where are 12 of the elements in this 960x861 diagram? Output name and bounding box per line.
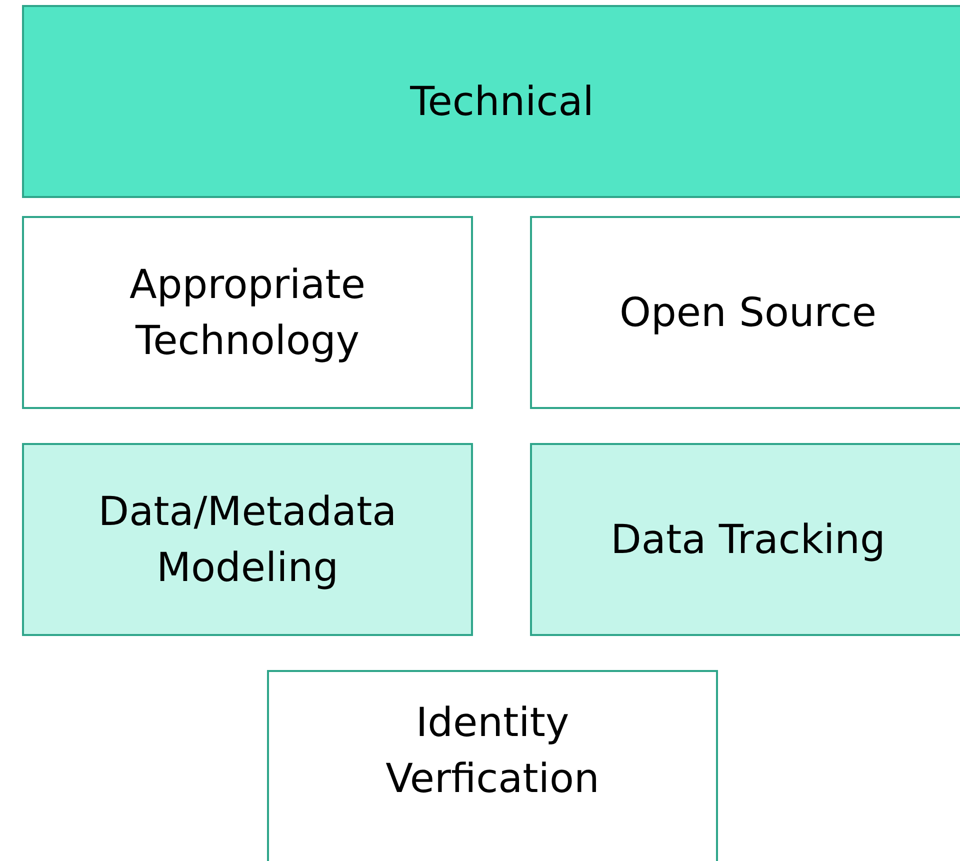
box-label: Open Source <box>620 288 876 338</box>
text-box <box>530 443 960 636</box>
box-label: Data/Metadata Modeling <box>97 488 398 592</box>
text-box <box>22 5 960 198</box>
box-label: Appropriate Technology <box>128 260 366 366</box>
text-box <box>22 443 473 636</box>
box-label: Data Tracking <box>610 516 886 564</box>
box-label: Technical <box>410 78 594 126</box>
box-label: Identity Verfication <box>384 699 600 804</box>
text-box <box>267 670 718 861</box>
text-box <box>22 216 473 409</box>
text-box <box>530 216 960 409</box>
